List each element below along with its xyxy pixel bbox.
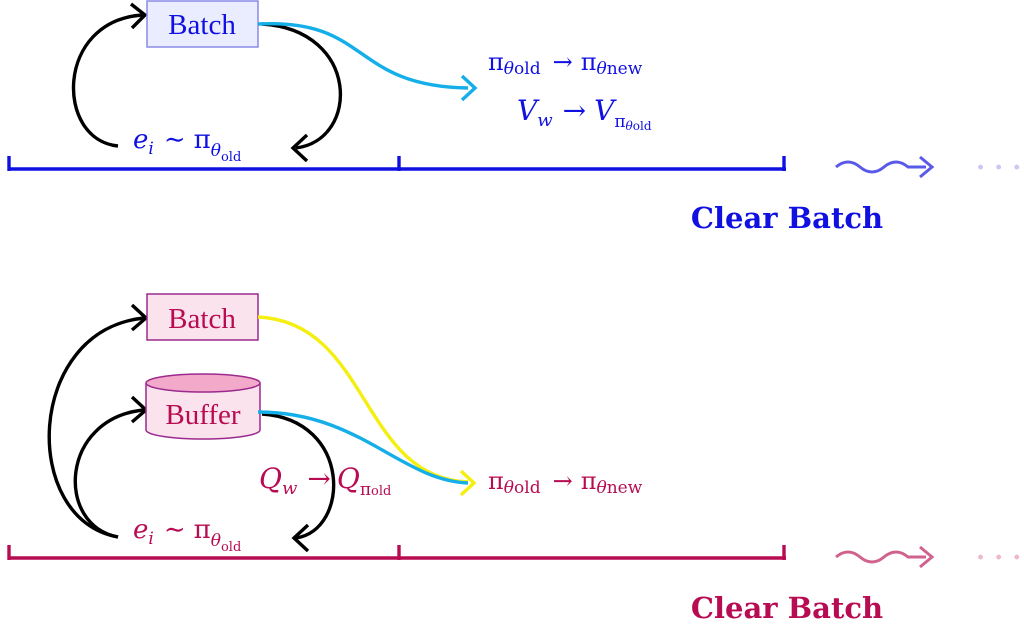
bottom-buffer-label: Buffer xyxy=(165,399,241,431)
top-loop-arrowhead-right xyxy=(290,133,309,163)
bottom-sample-expr: ei∼πθold xyxy=(133,515,241,555)
buffer-cylinder-icon xyxy=(145,373,261,440)
top-panel: Batch ei∼πθold πθold→πθnew Vw→Vπθold · ·… xyxy=(7,0,1021,235)
bottom-panel: Batch Buffer Qw→Qπold πθold→πθnew ei∼πθo… xyxy=(7,293,1021,625)
bottom-batch-update-arrow xyxy=(257,315,469,484)
top-update-arrowhead xyxy=(460,74,478,102)
top-loop-arrow-right xyxy=(261,22,342,150)
top-value-update: Vw→Vπθold xyxy=(517,94,652,133)
top-policy-update: πθold→πθnew xyxy=(488,48,643,79)
bottom-ellipsis: · · · xyxy=(976,543,1021,573)
bottom-continuation-wave xyxy=(835,550,926,564)
top-clear-batch-label: Clear Batch xyxy=(691,201,883,235)
bottom-policy-update: πθold→πθnew xyxy=(488,467,643,498)
bottom-continuation-arrowhead xyxy=(919,545,935,569)
bottom-clear-batch-label: Clear Batch xyxy=(691,591,883,625)
bottom-batch-label: Batch xyxy=(168,303,236,335)
bottom-update-arrowhead xyxy=(459,469,477,497)
top-loop-arrow-left xyxy=(71,13,144,148)
bottom-right-loop-arrow xyxy=(261,412,336,540)
bottom-buffer-update-arrow xyxy=(257,410,469,485)
top-update-arrow xyxy=(257,21,469,90)
bottom-outer-loop-arrow xyxy=(47,316,145,539)
top-ellipsis: · · · xyxy=(976,153,1021,183)
top-sample-expr: ei∼πθold xyxy=(133,125,241,165)
top-loop-arrowhead-left xyxy=(129,2,148,30)
bottom-outer-loop-arrowhead xyxy=(130,303,149,332)
bottom-right-loop-arrowhead xyxy=(291,523,310,553)
bottom-inner-loop-arrow xyxy=(73,408,145,539)
top-continuation-wave xyxy=(835,160,926,174)
bottom-q-update: Qw→Qπold xyxy=(259,462,391,500)
top-continuation-arrowhead xyxy=(919,155,935,179)
top-batch-box xyxy=(146,0,259,48)
top-batch-label: Batch xyxy=(168,9,236,41)
